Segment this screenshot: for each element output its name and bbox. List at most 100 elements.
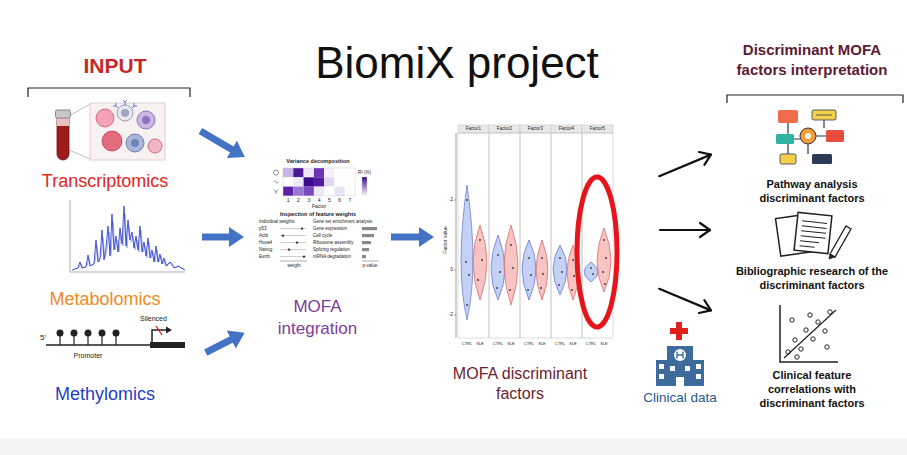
weights-plot (303, 255, 305, 257)
violin-plot (597, 228, 611, 292)
group-label: CTRL (493, 342, 503, 347)
plot-panel: MOFA discriminant factors (438, 118, 650, 407)
heatmap (274, 168, 368, 196)
violin-plot (528, 257, 530, 259)
panel-caption: Metabolomics (35, 288, 175, 310)
violin-plot (536, 240, 548, 300)
scatter-icon (795, 355, 799, 359)
violin-plot (551, 125, 582, 133)
feature-name: Esrrb (259, 254, 270, 259)
blood-tube-illustration (56, 104, 91, 160)
heatmap (335, 177, 345, 186)
output-arrow (659, 152, 711, 176)
gene-set-name: Gene expression (313, 226, 347, 231)
violin-plot (542, 273, 544, 275)
gene-set-name: Cell cycle (313, 233, 332, 238)
tick-label: 6 (338, 198, 341, 204)
flow-arrow (200, 131, 244, 158)
violin-plot (605, 257, 607, 259)
violin-plot (479, 239, 481, 241)
promoter-illustration (73, 336, 74, 345)
arrowhead (419, 227, 434, 247)
promoter-illustration (57, 330, 64, 337)
weights-plot (280, 242, 306, 243)
violin-plot (504, 225, 518, 305)
weights-plot (362, 234, 374, 237)
pathway-icon (778, 110, 798, 123)
weights-plot (280, 235, 306, 236)
violin-plot (592, 273, 594, 275)
analysis-panel: Pathway analysis discriminant factors (722, 105, 902, 208)
weights-plot (362, 248, 369, 251)
documents-icon (794, 212, 832, 253)
violin-plot (496, 287, 498, 289)
violin-plot (489, 133, 520, 338)
region-label: Promoter (74, 352, 103, 360)
heatmap (283, 187, 293, 196)
panel-caption: Methylomics (35, 383, 175, 405)
axis-title: Factor (312, 204, 326, 210)
cell-illustration (90, 100, 165, 160)
chromatogram-illustration (70, 200, 185, 272)
cell-illustration (117, 105, 133, 121)
weights-plot (301, 227, 303, 229)
cell-illustration (137, 111, 155, 129)
blood-tube-illustration (69, 104, 90, 116)
heatmap (314, 187, 324, 196)
violin-plot (454, 270, 456, 271)
data-source: Clinical data (640, 318, 720, 410)
axis-title: Factor value (443, 226, 449, 254)
heatmap (274, 190, 278, 195)
violin-plot (489, 125, 520, 133)
violin-plot (602, 271, 604, 273)
facet-header: Factor1 (466, 126, 481, 131)
gene-set-name: mRNA degradation (313, 254, 351, 259)
documents-icon (776, 212, 851, 259)
violin-plot (522, 240, 536, 300)
violin-plot (572, 259, 574, 261)
weights-plot (280, 228, 306, 229)
highlight-ellipse (577, 177, 617, 327)
analysis-panel: Clinical feature correlations with discr… (722, 302, 902, 420)
connector-line (659, 289, 711, 311)
panel-caption: Clinical data (640, 389, 720, 406)
hospital-icon (659, 374, 664, 379)
strand-label: 5' (40, 333, 46, 342)
violin-plot (561, 271, 563, 273)
arrowhead (227, 141, 245, 158)
background-band (0, 438, 907, 455)
connector-line (206, 338, 234, 352)
blood-tube-illustration (57, 118, 69, 160)
group-label: CTRL (462, 342, 472, 347)
violin-plot (458, 125, 489, 133)
facet-header: Factor2 (497, 126, 512, 131)
subpanel-title: Individual weights (259, 219, 295, 224)
scatter-icon (816, 320, 820, 324)
diagram-title: BiomiX project (315, 38, 599, 89)
violin-plot (573, 275, 575, 277)
connector-line (200, 131, 234, 151)
promoter-illustration (113, 330, 120, 337)
promoter-illustration (101, 336, 102, 345)
weights-plot (362, 261, 379, 262)
hospital-icon (677, 352, 683, 359)
weights-plot (288, 248, 290, 250)
heatmap (293, 177, 303, 186)
tick-label: 4 (318, 198, 321, 204)
weights-plot (280, 261, 307, 262)
pathway-icon (776, 134, 794, 144)
blood-tube-illustration (69, 150, 90, 159)
highlight-ellipse (577, 177, 617, 327)
cell-illustration (102, 131, 122, 151)
hospital-icon (685, 366, 690, 371)
violin-plot (481, 259, 483, 261)
cell-illustration (142, 116, 150, 124)
heatmap (304, 187, 314, 196)
violin-plot (499, 271, 501, 273)
scatter-icon (811, 337, 815, 341)
facet-header: Factor5 (590, 126, 605, 131)
hospital-icon (670, 366, 675, 371)
cell-illustration (126, 134, 144, 152)
group-label: CTRL (586, 342, 596, 347)
